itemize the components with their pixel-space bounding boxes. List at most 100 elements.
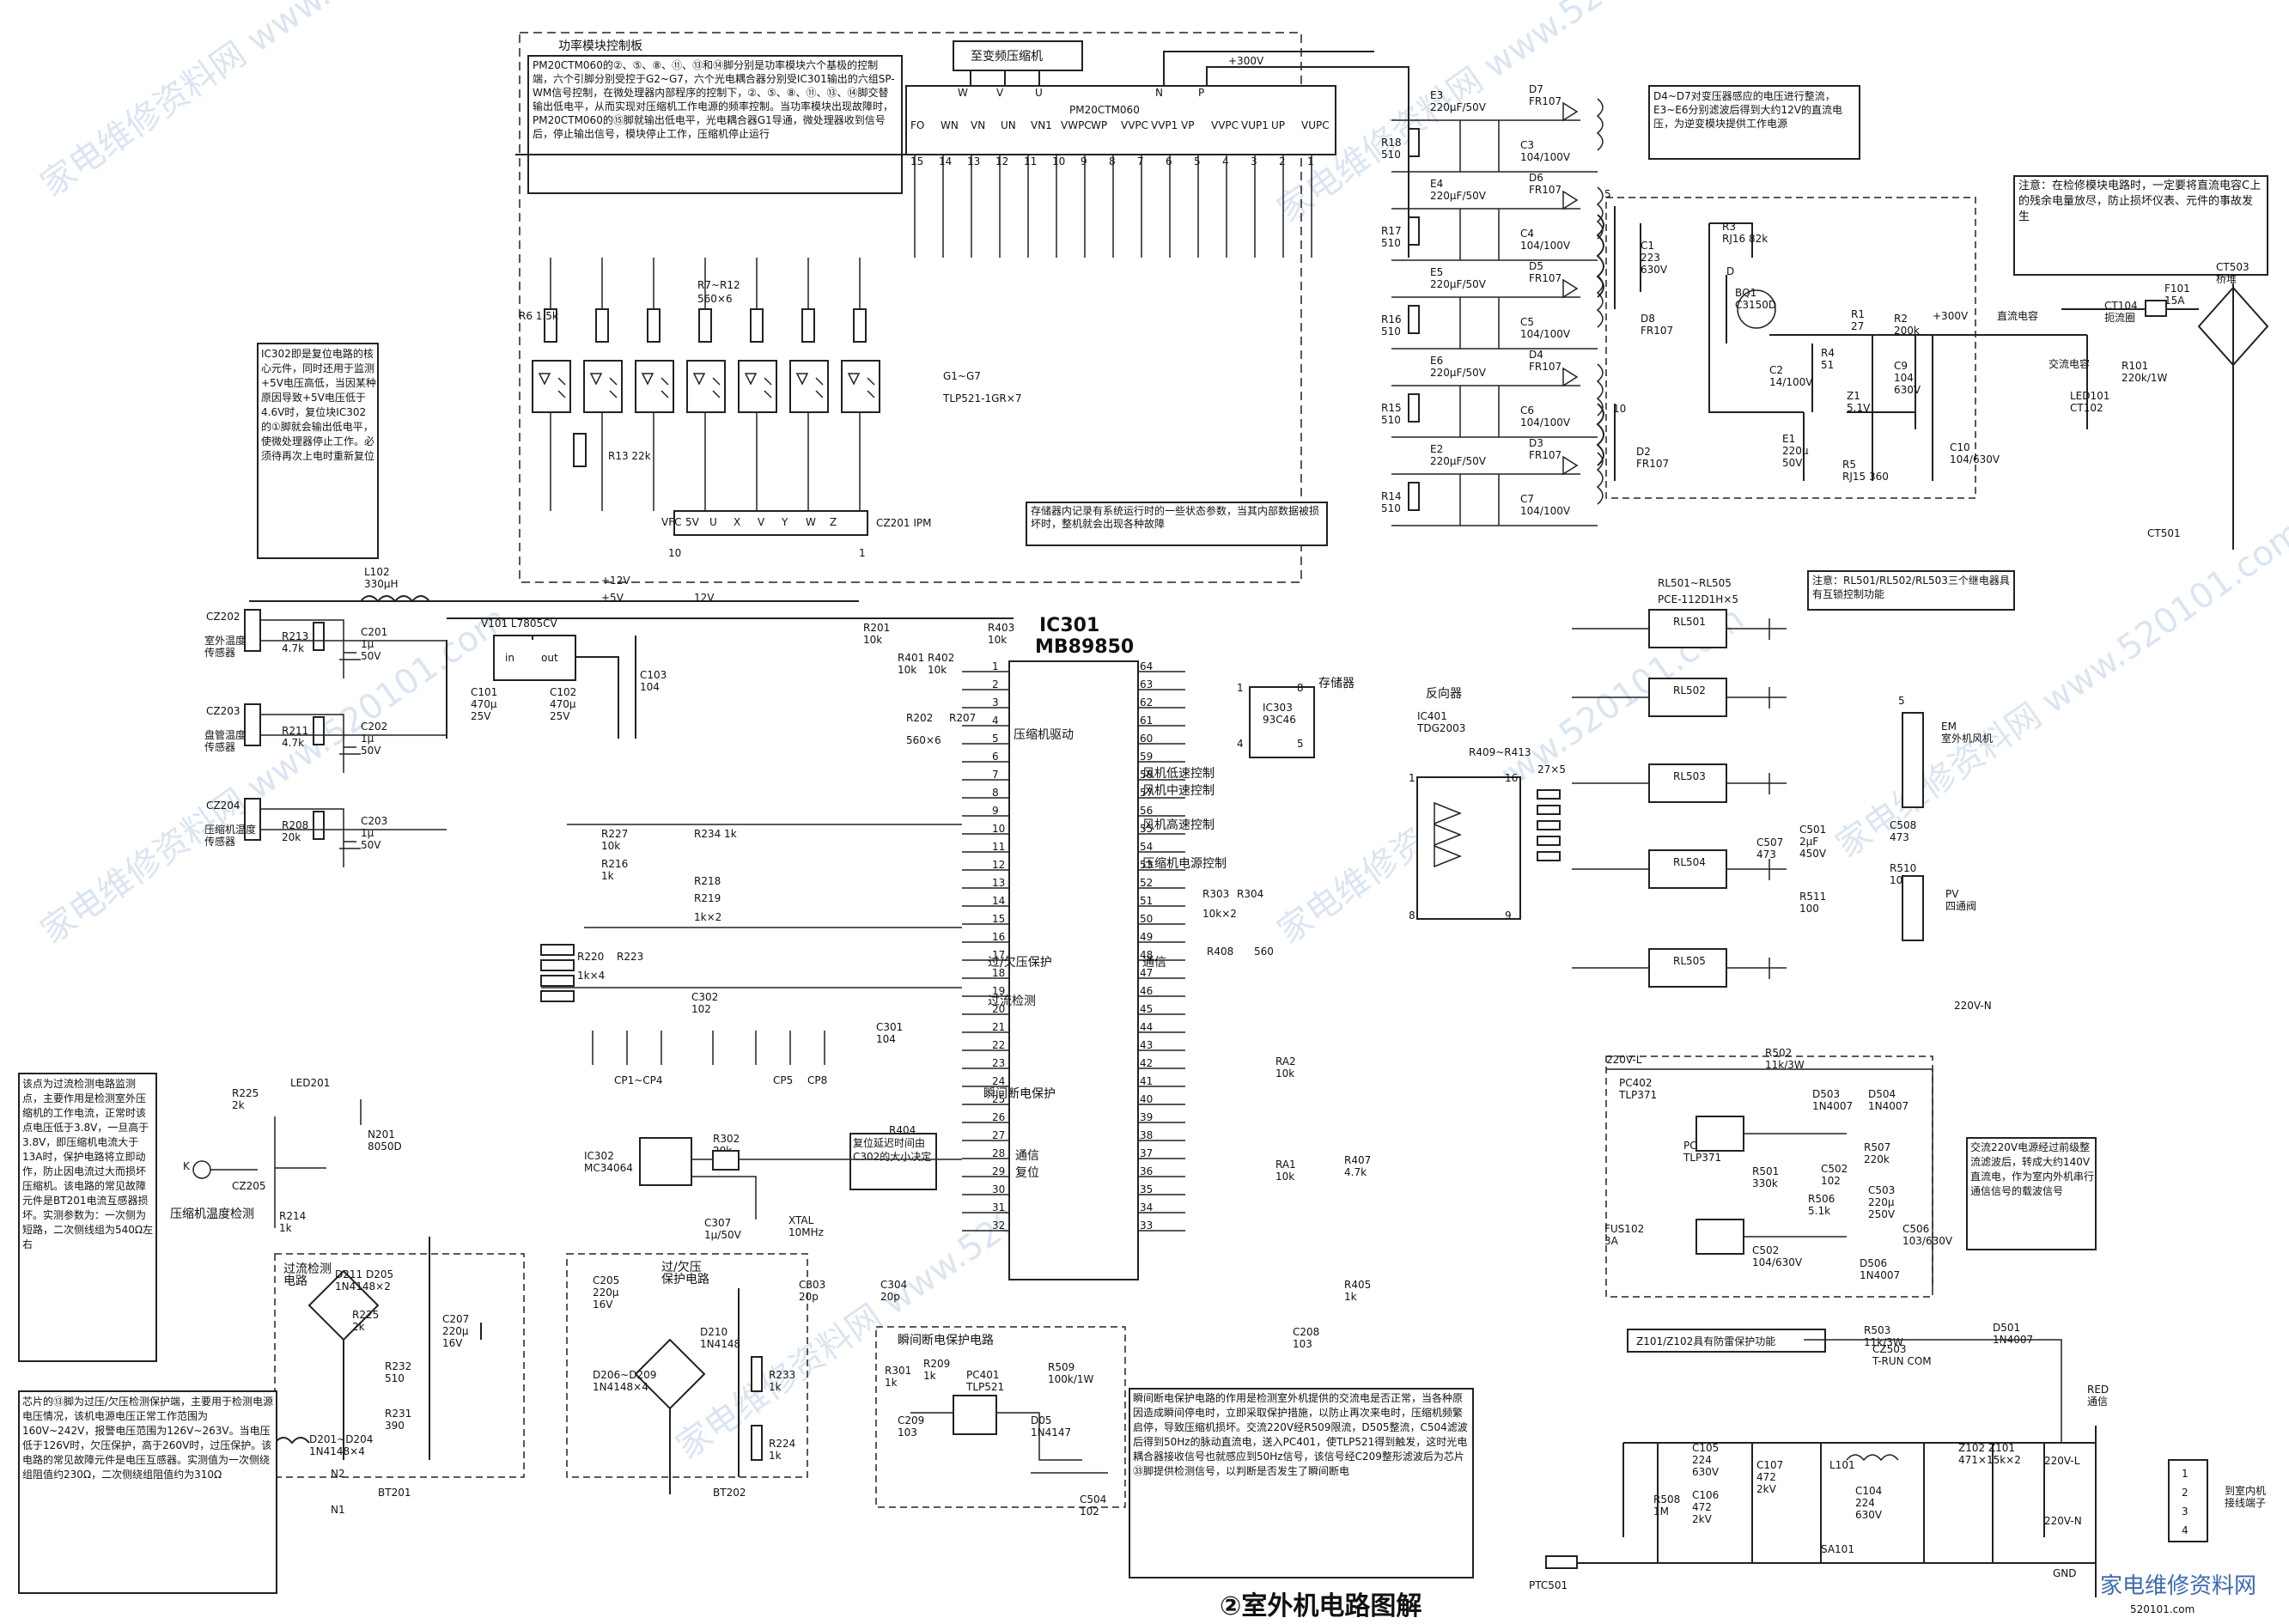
input-r223: R223: [617, 951, 643, 963]
filter-220n: 220V-N: [2044, 1515, 2082, 1527]
switching-outline: [1605, 197, 1976, 499]
sensor-name: 盘管温度传感器: [204, 728, 246, 753]
optocoupler: [635, 360, 674, 413]
ac-cap-label: 交流电容: [2049, 357, 2090, 370]
reset-note-box: [257, 343, 379, 559]
inverter-gate: [1434, 844, 1463, 868]
l101-coil: [1846, 1454, 1899, 1462]
ipm-pin-number: 6: [1166, 155, 1172, 167]
mcu-pin-left: 6: [992, 751, 999, 763]
mcu-pin-right: 62: [1140, 696, 1153, 709]
ic303-chip: [1249, 686, 1315, 758]
dc-cap-label: 直流电容: [1997, 309, 2038, 322]
comm-opto-pc403: [1695, 1219, 1744, 1255]
fan-motor: [1902, 712, 1924, 808]
ipm-pin-number: 8: [1109, 155, 1116, 167]
r13-label: R13 22k: [608, 450, 651, 462]
ipm-n: N: [1155, 87, 1163, 99]
mcu-pin-right: 48: [1140, 949, 1153, 961]
sensor-resistor-body: [313, 716, 325, 745]
oc-wires: [210, 1099, 362, 1228]
cz201-pin: Y: [781, 516, 788, 528]
mcu-pin-left: 19: [992, 985, 1005, 997]
mcu-function-label: 风机中速控制: [1142, 784, 1215, 798]
v101-label: V101 L7805CV: [481, 617, 558, 630]
oc-bt201: BT201: [378, 1487, 411, 1499]
sensor-connector-label: CZ203: [206, 705, 240, 717]
switching-n10: 10: [1613, 403, 1626, 415]
reset-tip-box: [849, 1133, 937, 1190]
v101-out: out: [541, 652, 558, 664]
mcu-pins: 6463626160595857565554535251504948474645…: [962, 660, 1185, 1232]
overcurrent-note: 该点为过流检测电路监测点，主要作用是检测室外压缩机的工作电流，正常时该点电压低于…: [22, 1078, 154, 1250]
ic303-pin: 8: [1297, 682, 1304, 694]
mcu-pin-right: 42: [1140, 1057, 1153, 1069]
site-logo: 家电维修资料网: [2100, 1573, 2256, 1599]
ic303-pin: 5: [1297, 738, 1304, 750]
cz201-pin: V: [758, 516, 765, 528]
site-url: 520101.com: [2130, 1603, 2195, 1615]
driver-cap-e: E6: [1430, 355, 1443, 367]
mcu-pin-left: 10: [992, 823, 1005, 835]
bo-wires: [910, 1412, 1108, 1474]
ipm-board-title: 功率模块控制板: [558, 39, 642, 53]
relay-box: [1648, 609, 1727, 648]
opto-model: TLP521-1GR×7: [942, 392, 1021, 404]
oc-label: 压缩机温度检测: [170, 1207, 254, 1221]
mcu-function-label: 复位: [1015, 1165, 1039, 1180]
mcu-pin-right: 40: [1140, 1093, 1153, 1105]
reset-labels: IC302MC34064R30220kC3071μ/50V: [584, 1133, 962, 1241]
mcu-pin-left: 14: [992, 895, 1005, 907]
mcu-pin-left: 18: [992, 967, 1005, 979]
sensor-connector-label: CZ204: [206, 800, 240, 812]
mcu-pin-right: 49: [1140, 931, 1153, 943]
ic401-chip: [1416, 776, 1521, 920]
ipm-hv: +300V: [1228, 55, 1264, 67]
switching-wires: [1614, 206, 1993, 481]
blackout-note-box: [1129, 1388, 1474, 1578]
mcu-pin-left: 20: [992, 1003, 1005, 1015]
mcu-pin-right: 55: [1140, 823, 1153, 835]
ov-resistor: [751, 1425, 763, 1461]
mcu-pin-left: 16: [992, 931, 1005, 943]
overvoltage-outline: [566, 1253, 808, 1478]
fuse-f101: [2145, 300, 2167, 317]
mcu-function-label: 通信: [1142, 956, 1166, 970]
mcu-pin-right: 46: [1140, 985, 1153, 997]
comm-opto-pc402: [1695, 1116, 1744, 1152]
ipm-pin-number: 7: [1137, 155, 1144, 167]
driver-stage-wires: [1391, 275, 1604, 350]
ipm-board: 功率模块控制板 PM20CTM060的②、⑤、⑧、⑪、⑬和⑭脚分别是功率模块六个…: [515, 32, 1409, 583]
mcu-pin-left: 17: [992, 949, 1005, 961]
mcu-pin-right: 60: [1140, 733, 1153, 745]
mcu-pin-right: 57: [1140, 787, 1153, 799]
mcu-function-label: 风机低速控制: [1142, 767, 1215, 781]
sensor-connector: [244, 609, 261, 652]
ipm-pin-name: VWPC: [1061, 119, 1092, 131]
mcu-r303v: 10k×2: [1202, 908, 1237, 920]
optocoupler: [583, 360, 623, 413]
ic301-label: IC301: [1039, 615, 1099, 636]
